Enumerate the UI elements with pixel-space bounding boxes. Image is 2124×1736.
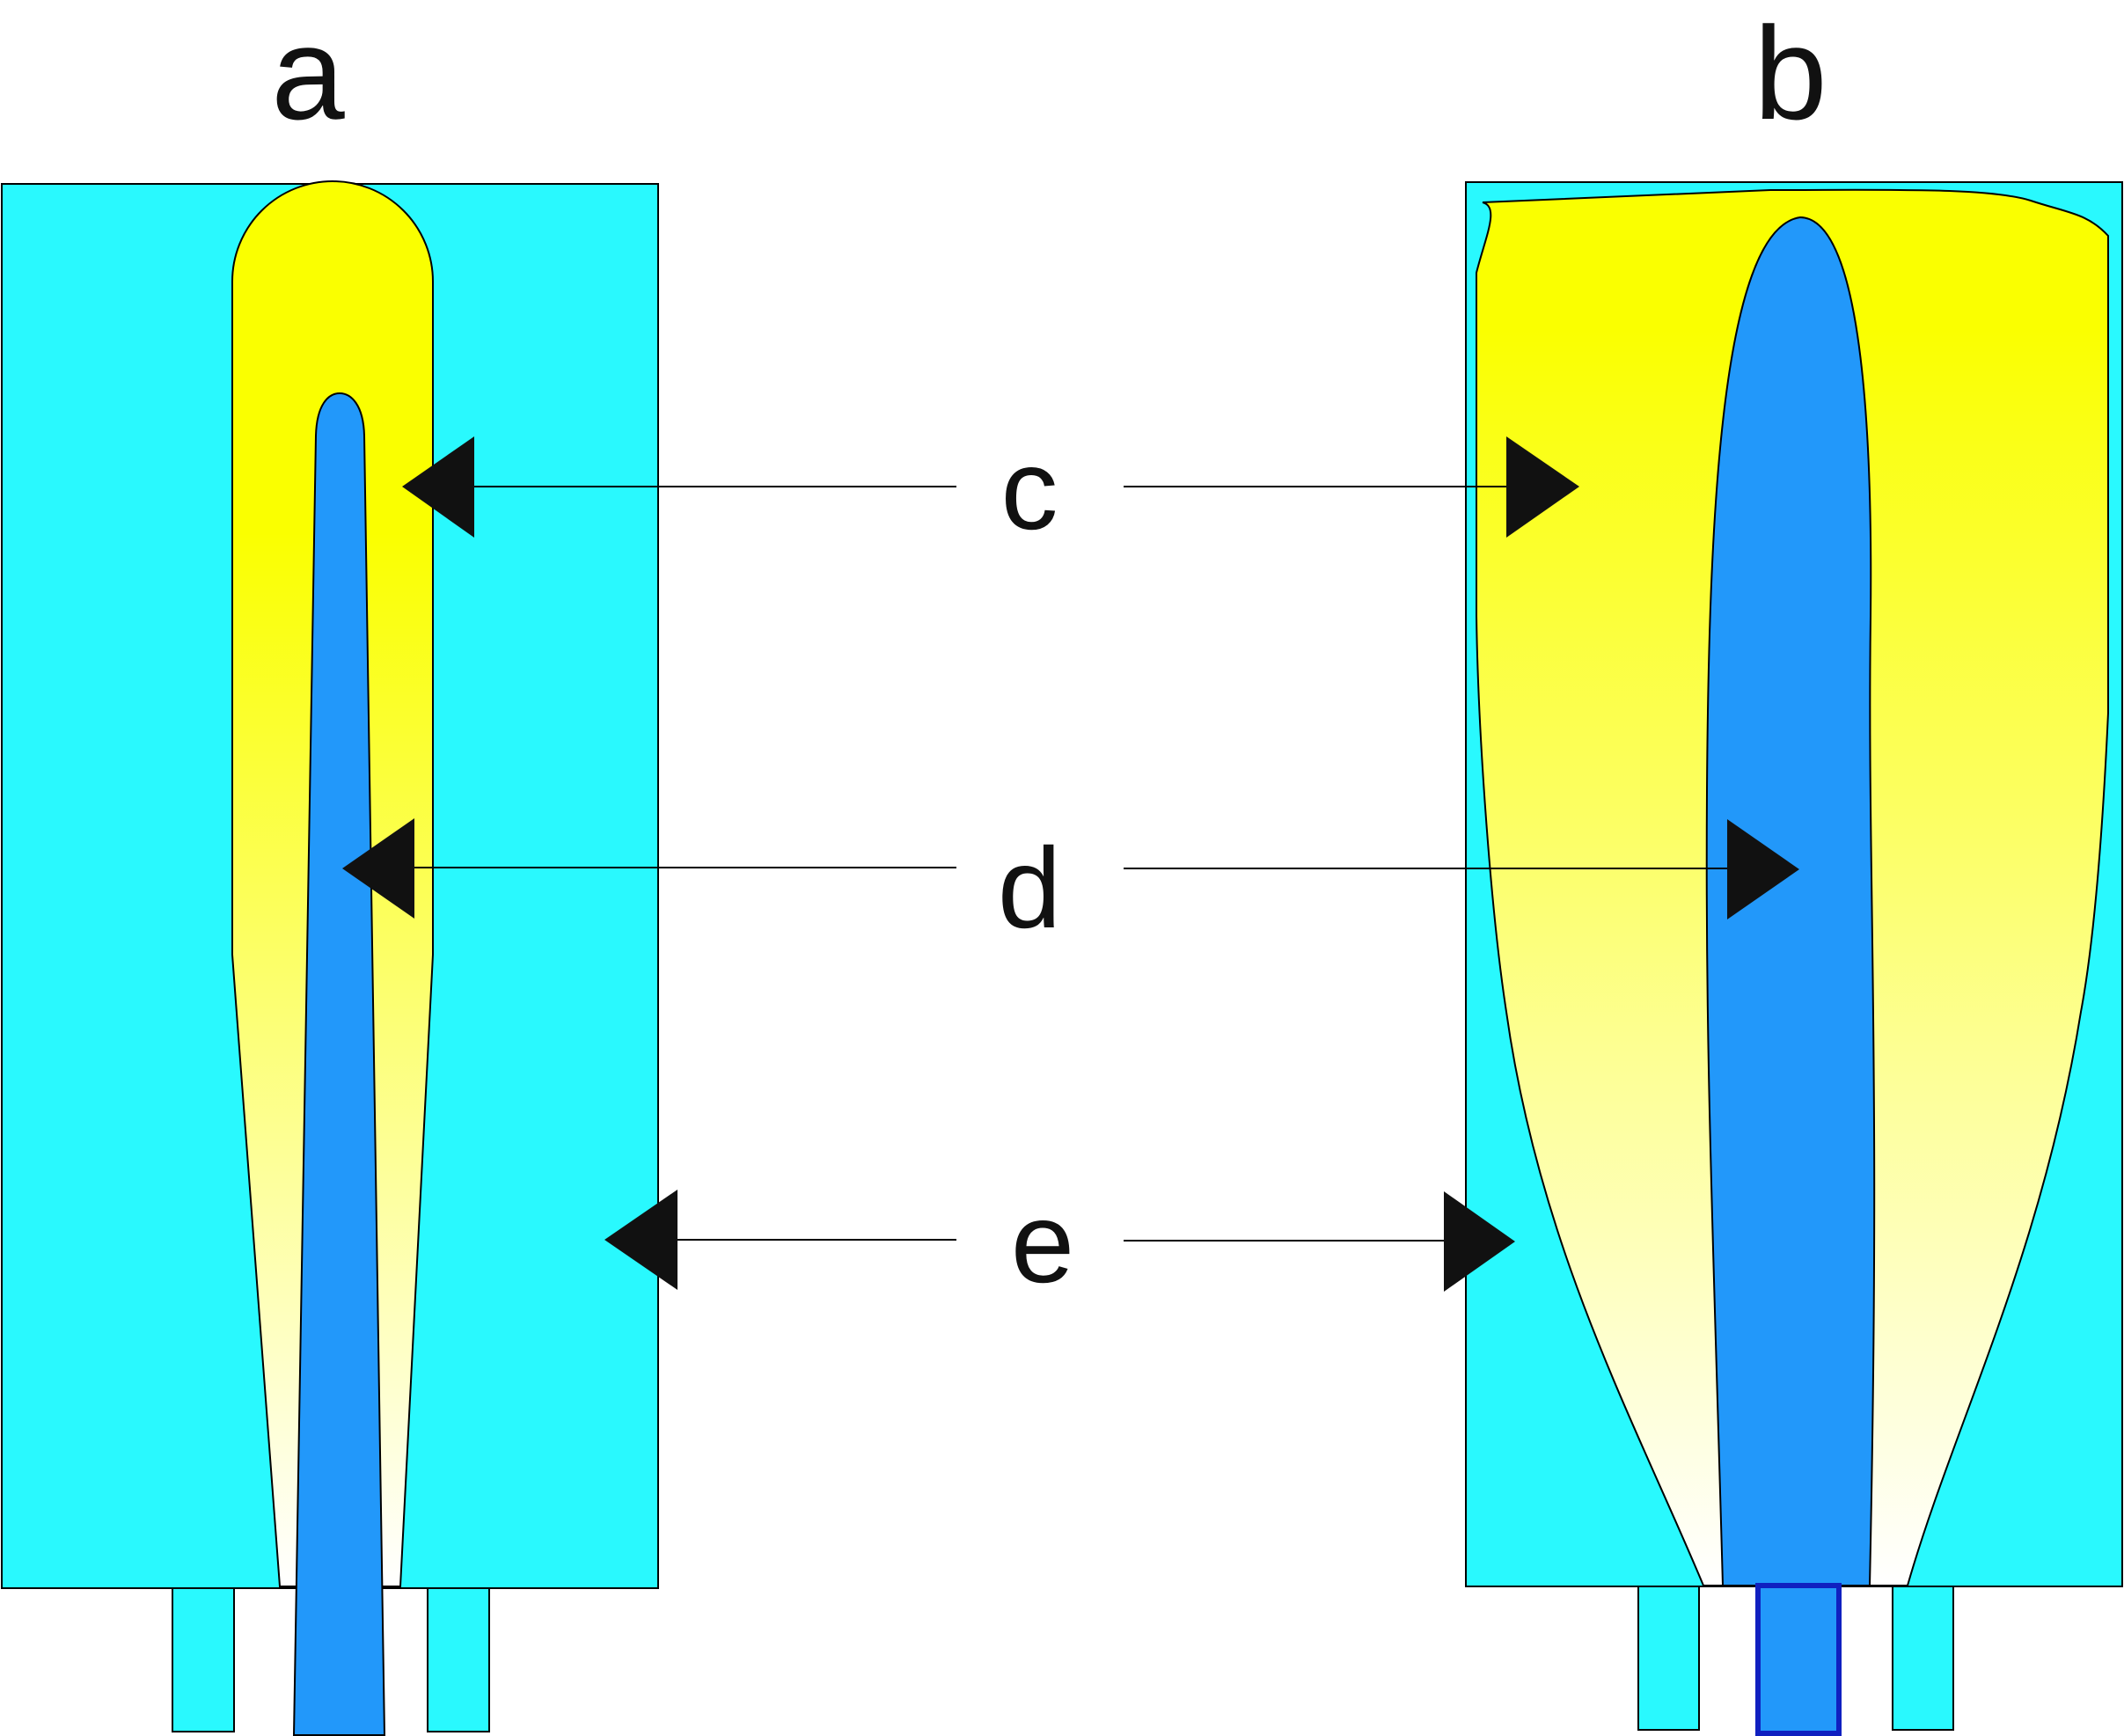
callout-e: e — [604, 1178, 1515, 1307]
callout-c-label: c — [1001, 425, 1058, 553]
panel-b-core-stem — [1755, 1583, 1842, 1736]
panel-a-blue-core — [292, 392, 386, 1736]
panel-b: b — [1465, 0, 2123, 1736]
callout-d-left-arrowhead — [342, 818, 414, 919]
callout-c: c — [402, 425, 1579, 553]
callout-d: d — [342, 818, 1799, 952]
panel-a: a — [1, 0, 659, 1736]
panel-a-right-foot — [427, 1587, 490, 1732]
callout-e-right-arrowhead — [1444, 1191, 1515, 1292]
callout-d-label: d — [998, 824, 1061, 952]
panel-a-label: a — [271, 0, 345, 147]
panel-b-label: b — [1754, 0, 1827, 147]
callout-c-right-arrowhead — [1506, 436, 1579, 538]
callout-d-right-arrowhead — [1727, 819, 1799, 919]
panel-a-left-foot — [172, 1587, 235, 1732]
callout-e-left-arrowhead — [604, 1190, 677, 1290]
panel-b-blue-core — [1705, 216, 1876, 1586]
panel-b-left-foot — [1637, 1586, 1700, 1731]
callout-e-label: e — [1011, 1178, 1074, 1307]
panel-b-right-foot — [1892, 1586, 1954, 1731]
callout-c-left-arrowhead — [402, 436, 474, 538]
